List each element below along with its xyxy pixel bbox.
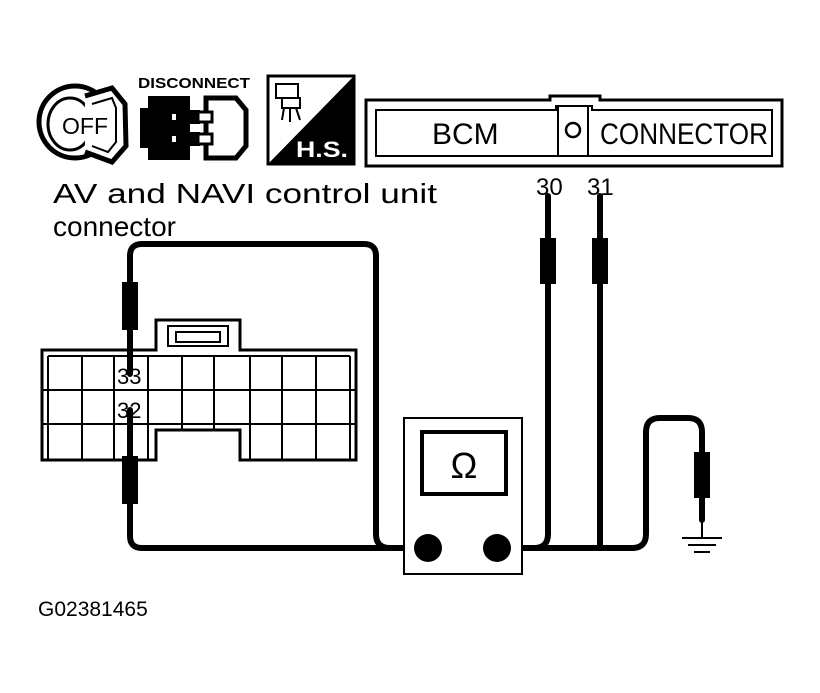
probe-set bbox=[122, 238, 710, 504]
meter-jack-left bbox=[414, 534, 442, 562]
ohm-symbol: Ω bbox=[451, 445, 478, 486]
disconnect-icon: DISCONNECT bbox=[138, 75, 250, 161]
hs-label: H.S. bbox=[296, 137, 348, 162]
probe-bcm-30 bbox=[540, 238, 556, 284]
harness-hs-icon: H.S. bbox=[266, 74, 356, 166]
av-navi-title-line1: AV and NAVI control unit bbox=[53, 178, 437, 209]
ohmmeter: Ω bbox=[403, 417, 523, 575]
probe-ground bbox=[694, 452, 710, 498]
ground-icon bbox=[682, 498, 722, 553]
bcm-connector: BCM CONNECTOR bbox=[364, 94, 784, 168]
bcm-label: BCM bbox=[432, 118, 499, 151]
probe-av-upper bbox=[122, 282, 138, 330]
meter-jack-right bbox=[483, 534, 511, 562]
off-label: OFF bbox=[62, 113, 108, 139]
ignition-off-icon: OFF bbox=[36, 83, 129, 165]
connector-label: CONNECTOR bbox=[600, 118, 768, 151]
probe-bcm-31 bbox=[592, 238, 608, 284]
probe-av-lower bbox=[122, 456, 138, 504]
av-navi-title-line2: connector bbox=[53, 211, 176, 242]
test-leads bbox=[127, 193, 705, 551]
figure-id: G02381465 bbox=[38, 598, 148, 621]
av-navi-connector bbox=[40, 318, 358, 462]
disconnect-label: DISCONNECT bbox=[138, 75, 250, 92]
